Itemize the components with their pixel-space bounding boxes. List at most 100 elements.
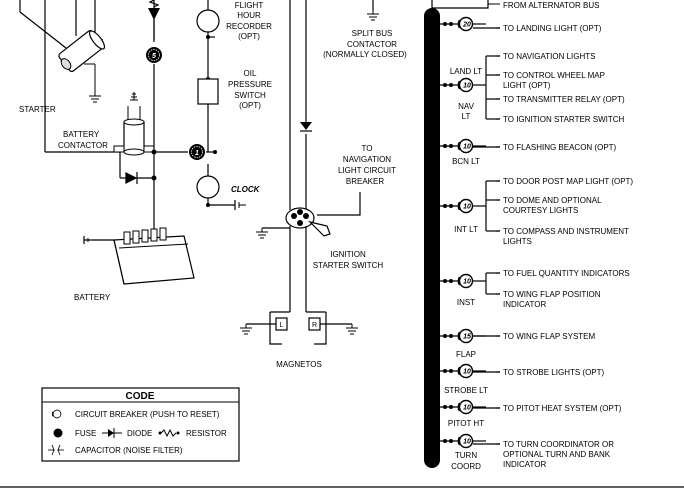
starter-label: STARTER <box>19 105 56 114</box>
destination-label: LIGHTS <box>503 237 532 246</box>
breaker-rating: 20 <box>462 22 471 29</box>
code-legend: CODE CIRCUIT BREAKER (PUSH TO RESET) FUS… <box>41 387 240 462</box>
ignition-label-2: STARTER SWITCH <box>313 261 384 270</box>
bus-letter: R <box>427 204 437 220</box>
destination-label: TO COMPASS AND INSTRUMENT <box>503 227 629 236</box>
breaker-name: STROBE LT <box>444 386 488 395</box>
diode <box>119 152 154 184</box>
bus-letter: U <box>427 272 437 288</box>
flight-hour-recorder-label-4: (OPT) <box>238 32 260 41</box>
nav-cb-label-3: LIGHT CIRCUIT <box>338 166 396 175</box>
breaker-rating: 10 <box>463 144 471 151</box>
destination-label: TO TURN COORDINATOR OR <box>503 440 614 449</box>
bus-letter: Y <box>427 221 437 237</box>
oil-pressure-label-4: (OPT) <box>239 101 261 110</box>
destination-label: COURTESY LIGHTS <box>503 206 578 215</box>
destination-label: OPTIONAL TURN AND BANK <box>503 450 611 459</box>
magnetos-label: MAGNETOS <box>276 360 322 369</box>
flight-hour-recorder-label-2: HOUR <box>237 11 261 20</box>
split-bus-label-2: CONTACTOR <box>347 40 397 49</box>
clock-symbol <box>196 175 246 210</box>
battery-contactor-label-2: CONTACTOR <box>58 141 108 150</box>
breaker-name: INT LT <box>454 225 478 234</box>
destination-label: TO PITOT HEAT SYSTEM (OPT) <box>503 404 622 413</box>
legend-capacitor: CAPACITOR (NOISE FILTER) <box>75 446 183 455</box>
destination-label: TO DOME AND OPTIONAL <box>503 196 602 205</box>
starter-circuit <box>19 0 120 153</box>
breaker-rating: 10 <box>463 369 471 376</box>
clock-label: CLOCK <box>231 185 261 194</box>
battery-contactor <box>113 92 155 156</box>
breaker-rating: 15 <box>463 334 471 341</box>
bus-letter: I <box>430 153 434 169</box>
breaker-rating: 10 <box>463 279 471 286</box>
breaker-name: PITOT HT <box>448 419 484 428</box>
ignition-switch <box>255 192 361 312</box>
breaker-name: INST <box>457 298 475 307</box>
breaker-name: NAV <box>458 102 475 111</box>
magneto-right: R <box>312 322 317 329</box>
fuse-1: 1 <box>189 144 205 160</box>
destination-label: TO WING FLAP SYSTEM <box>503 332 596 341</box>
battery-symbol <box>83 225 195 285</box>
oil-pressure-switch <box>197 78 219 105</box>
from-alternator-bus: FROM ALTERNATOR BUS <box>503 1 599 10</box>
destination-label: TO NAVIGATION LIGHTS <box>503 52 595 61</box>
resistor-ground <box>148 0 160 42</box>
breaker-name: BCN LT <box>452 157 480 166</box>
nav-cb-label-2: NAVIGATION <box>343 155 391 164</box>
destination-label: TO CONTROL WHEEL MAP <box>503 71 605 80</box>
destination-label: TO FUEL QUANTITY INDICATORS <box>503 269 630 278</box>
destination-label: LIGHT (OPT) <box>503 81 551 90</box>
bus-letter: A <box>427 187 437 203</box>
battery-label: BATTERY <box>74 293 111 302</box>
svg-text:5: 5 <box>152 53 156 60</box>
breaker-rating: 10 <box>463 405 471 412</box>
oil-pressure-label-1: OIL <box>244 69 257 78</box>
destination-label: TO DOOR POST MAP LIGHT (OPT) <box>503 177 633 186</box>
breaker-rating: 10 <box>463 439 471 446</box>
svg-text:1: 1 <box>195 150 199 157</box>
flight-hour-recorder-label-3: RECORDER <box>226 22 272 31</box>
destination-label: TO FLASHING BEACON (OPT) <box>503 143 617 152</box>
destination-label: TO WING FLAP POSITION <box>503 290 601 299</box>
split-bus-label-3: (NORMALLY CLOSED) <box>323 50 407 59</box>
bus-letter: B <box>427 255 437 271</box>
destination-label: INDICATOR <box>503 460 546 469</box>
magneto-left: L <box>280 322 284 329</box>
legend-title: CODE <box>126 391 155 402</box>
breaker-rating: 10 <box>463 204 471 211</box>
oil-pressure-label-3: SWITCH <box>234 91 266 100</box>
split-bus-label-1: SPLIT BUS <box>352 29 393 38</box>
breaker-name: TURN <box>455 451 477 460</box>
legend-fuse: FUSE <box>75 429 96 438</box>
destination-label: TO STROBE LIGHTS (OPT) <box>503 368 605 377</box>
destination-label: TO IGNITION STARTER SWITCH <box>503 115 625 124</box>
breaker-name: LAND LT <box>450 67 482 76</box>
nav-cb-label-4: BREAKER <box>346 177 384 186</box>
legend-resistor: RESISTOR <box>186 429 227 438</box>
fuse-5: 5 <box>146 47 162 63</box>
legend-circuit-breaker: CIRCUIT BREAKER (PUSH TO RESET) <box>75 410 220 419</box>
destination-label: TO LANDING LIGHT (OPT) <box>503 24 602 33</box>
magnetos <box>239 311 359 345</box>
starter-motor <box>19 11 106 103</box>
flight-hour-recorder <box>196 9 220 33</box>
oil-pressure-label-2: PRESSURE <box>228 80 272 89</box>
breaker-name: FLAP <box>456 350 476 359</box>
breaker-name: LT <box>462 112 471 121</box>
nav-cb-label-1: TO <box>362 144 373 153</box>
breaker-name: COORD <box>451 462 481 471</box>
flight-hour-recorder-label-1: FLIGHT <box>235 1 264 10</box>
bus-letter: M <box>426 170 438 186</box>
